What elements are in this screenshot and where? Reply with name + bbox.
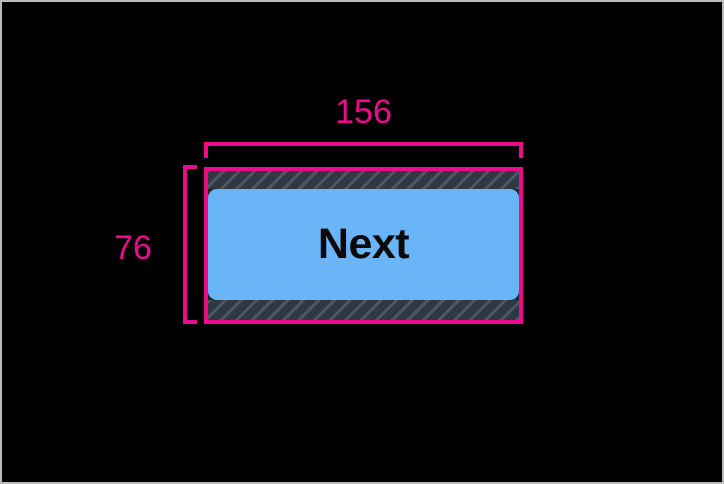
- measured-element-outline: Next: [204, 167, 523, 324]
- next-button[interactable]: Next: [208, 189, 519, 300]
- width-dimension-bracket: [204, 142, 523, 158]
- height-dimension-label: 76: [114, 229, 152, 267]
- height-dimension-bracket: [183, 165, 197, 324]
- bottom-padding-hatch-band: [208, 300, 519, 320]
- width-dimension-label: 156: [335, 93, 392, 131]
- top-padding-hatch-band: [208, 171, 519, 189]
- next-button-label: Next: [317, 220, 410, 268]
